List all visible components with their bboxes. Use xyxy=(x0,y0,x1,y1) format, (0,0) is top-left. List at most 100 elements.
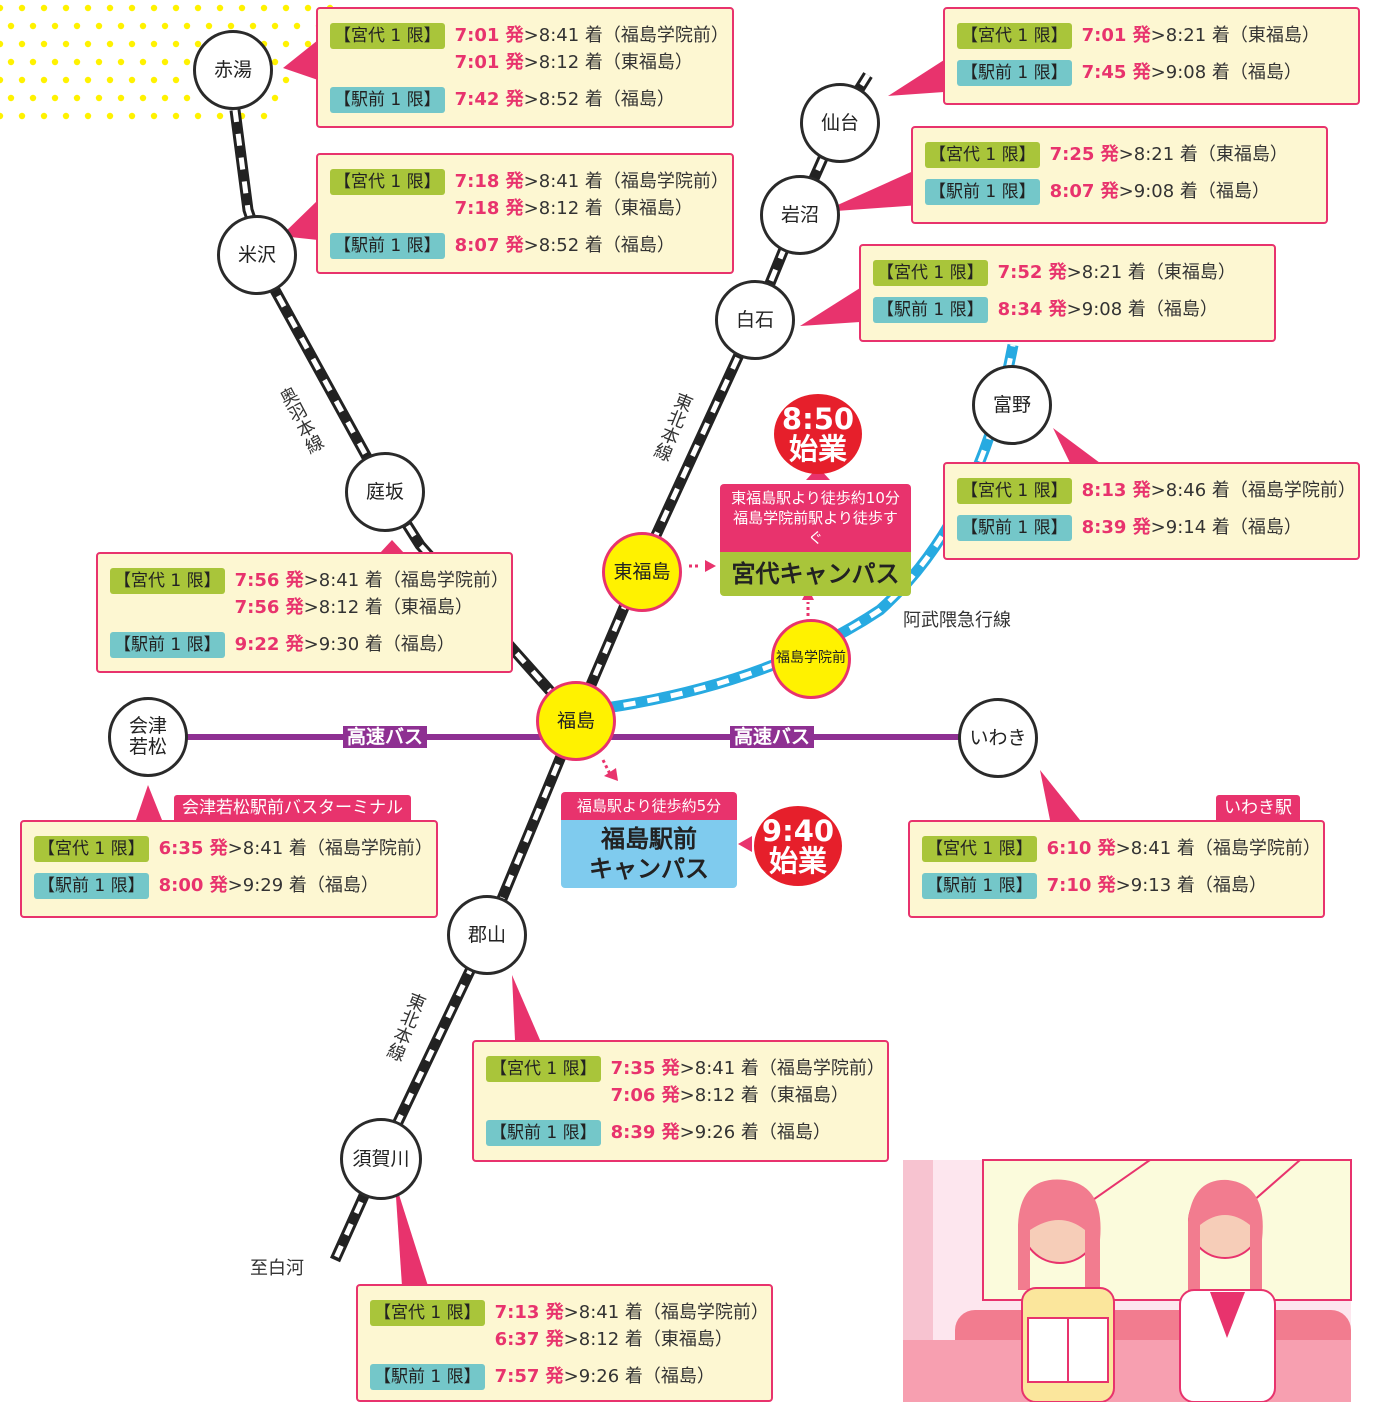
station-higashi-fukushima: 東福島 xyxy=(602,532,682,612)
timetable-shiroishi: 【宮代 1 限】7:52 発>8:21 着（東福島）【駅前 1 限】8:34 発… xyxy=(859,244,1276,342)
timetable-row: 【駅前 1 限】7:10 発>9:13 着（福島） xyxy=(922,873,1267,899)
arrival-time: >9:26 着（福島） xyxy=(563,1366,715,1387)
decoration-dot xyxy=(62,76,70,84)
decoration-dot xyxy=(7,22,15,30)
departure-time: 9:22 発 xyxy=(234,634,304,655)
departure-time: 7:06 発 xyxy=(610,1085,680,1106)
timetable-row: 【宮代 1 限】8:13 発>8:46 着（福島学院前） xyxy=(957,478,1356,504)
arrival-time: >8:41 着（福島学院前） xyxy=(1115,838,1321,859)
timetable-row: 【駅前 1 限】7:42 発>8:52 着（福島） xyxy=(330,87,675,113)
decoration-dot xyxy=(172,40,180,48)
arrival-time: >8:12 着（東福島） xyxy=(679,1085,849,1106)
arrival-time: >9:13 着（福島） xyxy=(1115,875,1267,896)
miyashiro-campus-name: 宮代キャンパス xyxy=(720,552,911,596)
tohoku-line-lower-dash xyxy=(332,719,579,1262)
station-yonezawa: 米沢 xyxy=(217,215,297,295)
departure-time: 8:13 発 xyxy=(1081,480,1151,501)
departure-time: 6:35 発 xyxy=(158,838,228,859)
station-sendai: 仙台 xyxy=(800,83,880,163)
ekimae-first-period-tag: 【駅前 1 限】 xyxy=(110,632,225,658)
miyashiro-first-period-tag: 【宮代 1 限】 xyxy=(330,169,445,195)
decoration-dot xyxy=(95,58,103,66)
timetable-row: 【駅前 1 限】8:34 発>9:08 着（福島） xyxy=(873,297,1218,323)
departure-time: 7:25 発 xyxy=(1049,144,1119,165)
miyashiro-campus: 東福島駅より徒歩約10分 福島学院前駅より徒歩すぐ 宮代キャンパス xyxy=(720,484,911,596)
decoration-dot xyxy=(95,94,103,102)
decoration-dot xyxy=(7,58,15,66)
timetable-akayu: 【宮代 1 限】7:01 発>8:41 着（福島学院前）【宮代 1 限】7:01… xyxy=(316,7,734,128)
decoration-dot xyxy=(150,4,158,12)
ekimae-name-2: キャンパス xyxy=(589,855,709,883)
decoration-dot xyxy=(18,4,26,12)
decoration-dot xyxy=(271,22,279,30)
ekimae-first-period-tag: 【駅前 1 限】 xyxy=(34,873,149,899)
timetable-yonezawa: 【宮代 1 限】 7:18 発 >8:41 着（福島学院前） 【宮代 1 限】7:18… xyxy=(316,153,734,274)
timetable-sukagawa: 【宮代 1 限】7:13 発>8:41 着（福島学院前）【宮代 1 限】6:37… xyxy=(356,1284,773,1402)
station-koriyama: 郡山 xyxy=(447,895,527,975)
timetable-sendai: 【宮代 1 限】7:01 発>8:21 着（東福島） 【駅前 1 限】7:45 発… xyxy=(943,7,1360,105)
decoration-dot xyxy=(304,40,312,48)
decoration-dot xyxy=(40,76,48,84)
decoration-dot xyxy=(304,4,312,12)
timetable-row: 【駅前 1 限】7:45 発>9:08 着（福島） xyxy=(957,60,1302,86)
decoration-dot xyxy=(216,112,224,120)
decoration-dot xyxy=(84,112,92,120)
timetable-row: 【宮代 1 限】7:01 発>8:41 着（福島学院前） xyxy=(330,23,729,49)
timetable-row: 【宮代 1 限】7:56 発>8:12 着（東福島） xyxy=(110,595,473,621)
decoration-dot xyxy=(183,58,191,66)
station-tomino: 富野 xyxy=(972,365,1052,445)
decoration-dot xyxy=(73,94,81,102)
ekimae-first-period-tag: 【駅前 1 限】 xyxy=(957,60,1072,86)
decoration-dot xyxy=(139,94,147,102)
decoration-dot xyxy=(139,58,147,66)
timetable-row: 【駅前 1 限】9:22 発>9:30 着（福島） xyxy=(110,632,455,658)
miyashiro-first-period-tag: 【宮代 1 限】 xyxy=(957,23,1072,49)
decoration-dot xyxy=(271,94,279,102)
ekimae-first-period-tag: 【駅前 1 限】 xyxy=(957,515,1072,541)
decoration-dot xyxy=(117,22,125,30)
departure-time: 8:00 発 xyxy=(158,875,228,896)
decoration-dot xyxy=(194,112,202,120)
decoration-dot xyxy=(139,22,147,30)
timetable-row: 【宮代 1 限】7:18 発>8:12 着（東福島） xyxy=(330,196,693,222)
miyashiro-first-period-tag: 【宮代 1 限】 xyxy=(922,836,1037,862)
ekimae-campus: 福島駅より徒歩約5分 福島駅前 キャンパス xyxy=(561,792,737,888)
decoration-dot xyxy=(128,76,136,84)
ekimae-first-period-tag: 【駅前 1 限】 xyxy=(922,873,1037,899)
decoration-dot xyxy=(18,112,26,120)
arrival-time: >9:14 着（福島） xyxy=(1150,517,1302,538)
walk-arrows xyxy=(601,560,814,781)
ekimae-first-period-tag: 【駅前 1 限】 xyxy=(370,1364,485,1390)
arrival-time: >9:29 着（福島） xyxy=(227,875,379,896)
dot-pattern-decoration xyxy=(0,4,334,120)
arrival-time: >8:41 着（福島学院前） xyxy=(523,171,729,192)
departure-time: 7:56 発 xyxy=(234,570,304,591)
timetable-row: 【宮代 1 限】7:13 発>8:41 着（福島学院前） xyxy=(370,1300,769,1326)
ekimae-campus-name: 福島駅前 キャンパス xyxy=(561,820,737,888)
decoration-dot xyxy=(117,58,125,66)
decoration-dot xyxy=(194,4,202,12)
timetable-niwasaka: 【宮代 1 限】7:56 発>8:41 着（福島学院前）【宮代 1 限】7:56… xyxy=(96,552,513,673)
timetable-row: 【宮代 1 限】7:01 発>8:21 着（東福島） xyxy=(957,23,1320,49)
ekimae-start-time: 9:40 xyxy=(761,814,835,848)
decoration-dot xyxy=(62,4,70,12)
timetable-koriyama: 【宮代 1 限】7:35 発>8:41 着（福島学院前）【宮代 1 限】7:06… xyxy=(472,1040,889,1162)
arrival-time: >8:21 着（東福島） xyxy=(1118,144,1288,165)
timetable-row: 【駅前 1 限】8:39 発>9:14 着（福島） xyxy=(957,515,1302,541)
decoration-dot xyxy=(172,112,180,120)
train-illustration xyxy=(903,1159,1352,1402)
miyashiro-first-period-tag: 【宮代 1 限】 xyxy=(925,142,1040,168)
timetable-iwanuma: 【宮代 1 限】 7:25 発>8:21 着（東福島） 【駅前 1 限】8:07 発… xyxy=(911,126,1328,224)
decoration-dot xyxy=(95,22,103,30)
miyashiro-start-badge: 8:50 始業 xyxy=(774,394,862,474)
timetable-row: 【駅前 1 限】8:07 発>9:08 着（福島） xyxy=(925,179,1270,205)
departure-time: 7:18 発 xyxy=(454,198,524,219)
departure-time: 7:42 発 xyxy=(454,89,524,110)
miyashiro-note-2: 福島学院前駅より徒歩すぐ xyxy=(733,509,898,547)
decoration-dot xyxy=(106,40,114,48)
miyashiro-campus-note: 東福島駅より徒歩約10分 福島学院前駅より徒歩すぐ xyxy=(720,484,911,552)
miyashiro-first-period-tag: 【宮代 1 限】 xyxy=(957,478,1072,504)
decoration-dot xyxy=(29,22,37,30)
departure-time: 8:39 発 xyxy=(610,1122,680,1143)
arrival-time: >8:41 着（福島学院前） xyxy=(227,838,433,859)
